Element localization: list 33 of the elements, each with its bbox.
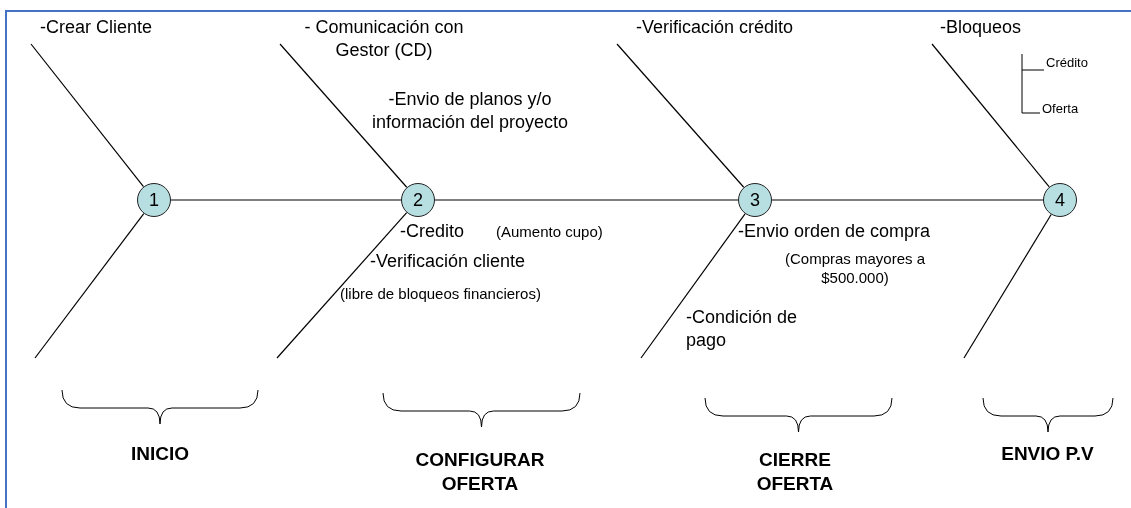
spine-line: [170, 199, 402, 201]
cause-label: (libre de bloqueos financieros): [340, 285, 542, 304]
step-circle: 3: [738, 183, 772, 217]
cause-label: (Aumento cupo): [496, 223, 604, 242]
cause-label: -Condición de pago: [686, 306, 799, 351]
branch-line: [34, 213, 145, 359]
cause-label: -Envio de planos y/o información del proyecto: [370, 88, 570, 133]
branch-line: [279, 43, 408, 188]
branch-line: [616, 43, 745, 188]
cause-label: -Bloqueos: [940, 16, 1023, 39]
stage-label: INICIO: [129, 442, 191, 466]
cause-label: -Crear Cliente: [40, 16, 154, 39]
step-circle: 1: [137, 183, 171, 217]
cause-label: -Envio orden de compra: [738, 220, 932, 243]
stage-label: ENVIO P.V: [1000, 442, 1095, 466]
cause-label: -Credito: [400, 220, 466, 243]
stage-label: CIERRE OFERTA: [755, 448, 835, 496]
spine-line: [434, 199, 739, 201]
branch-line: [931, 43, 1050, 188]
branch-line: [963, 213, 1052, 359]
step-circle: 4: [1043, 183, 1077, 217]
cause-label: - Comunicación con Gestor (CD): [303, 16, 465, 61]
step-circle: 2: [401, 183, 435, 217]
stage-label: CONFIGURAR OFERTA: [414, 448, 546, 496]
cause-label: -Verificación cliente: [370, 250, 527, 273]
branch-line: [640, 213, 746, 359]
cause-label: -Verificación crédito: [636, 16, 795, 39]
spine-line: [771, 199, 1044, 201]
branch-line: [30, 43, 145, 188]
cause-label: (Compras mayores a $500.000): [783, 250, 926, 288]
branch-line: [276, 212, 408, 359]
cause-label: Crédito: [1046, 55, 1089, 72]
cause-label: Oferta: [1042, 101, 1080, 118]
